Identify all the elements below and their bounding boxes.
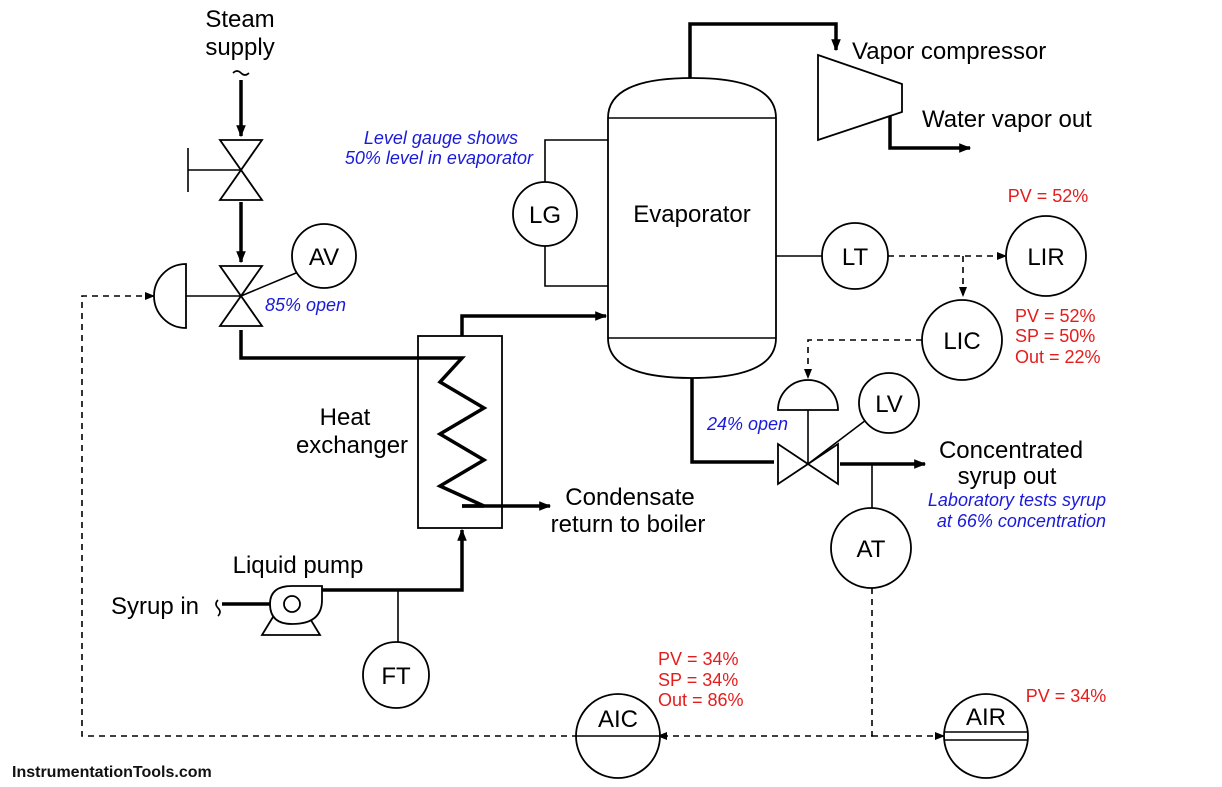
vapor-line xyxy=(688,22,972,153)
syrup-out-line xyxy=(690,378,927,469)
aic-pv-reading: PV = 34% xyxy=(658,649,739,669)
condensate-label: Condensate xyxy=(565,484,694,511)
heat-exchanger-label: Heat xyxy=(320,404,371,431)
steam-supply-line xyxy=(232,70,418,360)
svg-text:LG: LG xyxy=(529,202,561,229)
steam-supply-label-2: supply xyxy=(205,34,274,61)
lir-pv-reading: PV = 52% xyxy=(1008,186,1089,206)
lir-instrument: LIR xyxy=(1005,215,1087,297)
lic-out-reading: Out = 22% xyxy=(1015,347,1101,367)
level-gauge-note-2: 50% level in evaporator xyxy=(345,148,534,168)
at-signal-lines xyxy=(657,588,945,740)
lic-output-signal xyxy=(804,339,922,379)
av-open-note: 85% open xyxy=(265,295,346,315)
evaporator-label: Evaporator xyxy=(633,201,750,228)
svg-text:AT: AT xyxy=(857,536,886,563)
svg-text:FT: FT xyxy=(381,663,411,690)
liquid-pump-label: Liquid pump xyxy=(233,552,364,579)
vapor-compressor-label: Vapor compressor xyxy=(852,38,1046,65)
lg-instrument: LG xyxy=(512,139,608,287)
liquid-pump xyxy=(260,585,323,636)
svg-text:AIC: AIC xyxy=(598,706,638,733)
heat-exchanger-label-2: exchanger xyxy=(296,432,408,459)
heat-exchanger xyxy=(417,311,608,529)
water-vapor-out-label: Water vapor out xyxy=(922,106,1092,133)
svg-text:LIC: LIC xyxy=(943,328,980,355)
av-instrument: AV xyxy=(291,223,357,289)
concentrated-label: Concentrated xyxy=(939,437,1083,464)
vapor-compressor xyxy=(817,53,903,142)
aic-sp-reading: SP = 34% xyxy=(658,670,738,690)
lab-test-note-2: at 66% concentration xyxy=(937,511,1106,531)
lt-signal-lines xyxy=(888,252,1007,297)
level-control-valve xyxy=(777,379,867,486)
concentrated-label-2: syrup out xyxy=(958,463,1057,490)
steam-control-valve xyxy=(153,263,297,329)
watermark: InstrumentationTools.com xyxy=(12,764,212,781)
aic-instrument: AIC xyxy=(575,693,661,779)
hand-valve xyxy=(187,139,264,201)
ft-instrument: FT xyxy=(362,590,430,709)
at-instrument: AT xyxy=(830,464,912,589)
evaporator-vessel xyxy=(607,77,777,379)
aic-out-reading: Out = 86% xyxy=(658,690,744,710)
lic-instrument: LIC xyxy=(921,299,1003,381)
level-gauge-note: Level gauge shows xyxy=(364,128,518,148)
svg-text:AV: AV xyxy=(309,244,339,271)
condensate-label-2: return to boiler xyxy=(551,511,706,538)
lv-instrument: LV xyxy=(858,372,920,434)
svg-text:LV: LV xyxy=(875,391,903,418)
svg-text:LIR: LIR xyxy=(1027,244,1064,271)
svg-text:LT: LT xyxy=(842,244,869,271)
lt-instrument: LT xyxy=(776,222,889,290)
steam-supply-label: Steam xyxy=(205,6,274,33)
syrup-in-label: Syrup in xyxy=(111,593,199,620)
lv-open-note: 24% open xyxy=(706,414,788,434)
svg-text:AIR: AIR xyxy=(966,704,1006,731)
lic-sp-reading: SP = 50% xyxy=(1015,326,1095,346)
air-pv-reading: PV = 34% xyxy=(1026,686,1107,706)
air-instrument: AIR xyxy=(943,693,1029,779)
aic-output-signal xyxy=(81,292,578,737)
lic-pv-reading: PV = 52% xyxy=(1015,306,1096,326)
lab-test-note: Laboratory tests syrup xyxy=(928,490,1106,510)
